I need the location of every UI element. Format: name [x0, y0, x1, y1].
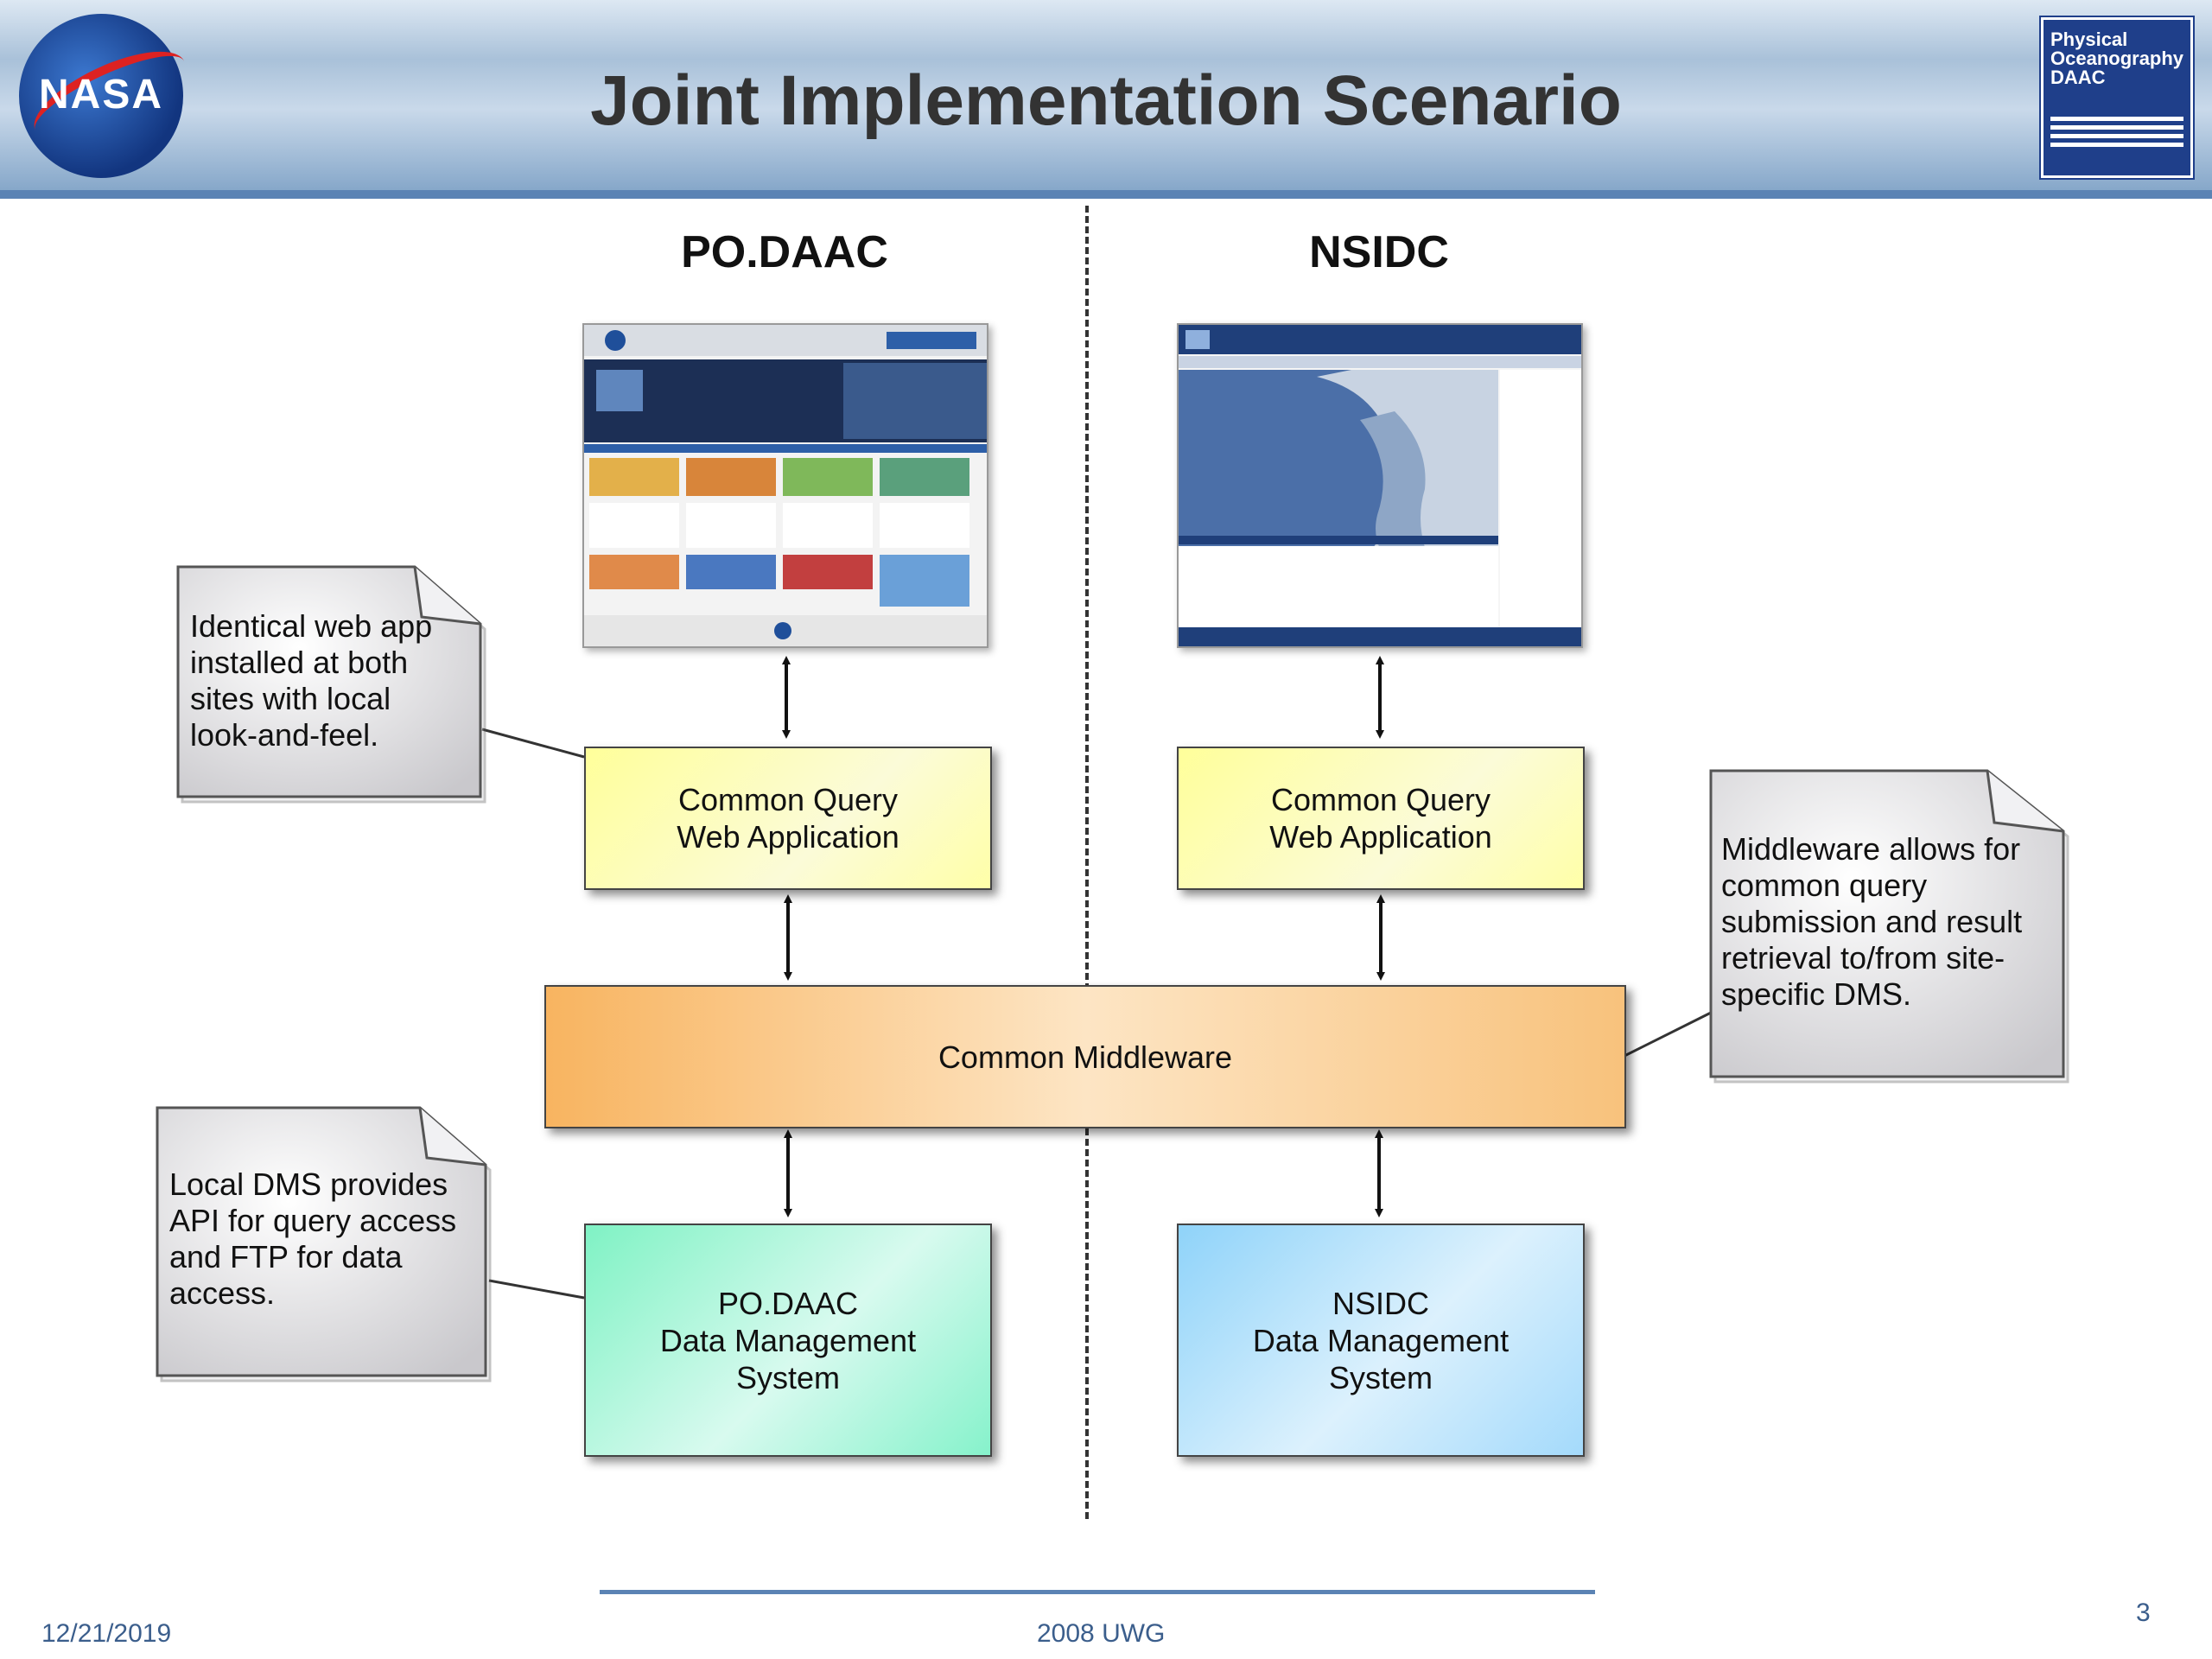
- column-title-nsidc: NSIDC: [1309, 227, 1449, 277]
- common-query-web-app-podaac: Common Query Web Application: [584, 747, 992, 890]
- page-number: 3: [2136, 1599, 2151, 1627]
- note-text-web-app: Identical web app installed at both site…: [190, 608, 433, 753]
- nsidc-website-thumbnail: [1179, 325, 1581, 646]
- footer-center: 2008 UWG: [1037, 1619, 1166, 1648]
- podaac-dms-box: PO.DAAC Data Management System: [584, 1224, 992, 1457]
- podaac-dms-label: PO.DAAC Data Management System: [659, 1285, 917, 1395]
- nsidc-website-screenshot: [1177, 323, 1583, 648]
- podaac-website-thumbnail: [584, 325, 987, 646]
- site-divider: [1085, 206, 1089, 1519]
- footer-date: 12/21/2019: [41, 1619, 172, 1648]
- common-query-web-app-nsidc: Common Query Web Application: [1177, 747, 1585, 890]
- column-title-podaac: PO.DAAC: [681, 227, 888, 277]
- nsidc-dms-label: NSIDC Data Management System: [1252, 1285, 1510, 1395]
- note-connector-web-app: [481, 728, 585, 759]
- nasa-logo-text: NASA: [38, 72, 163, 118]
- note-text-middleware: Middleware allows for common query submi…: [1721, 831, 2023, 1012]
- note-shapes: [156, 565, 2069, 1382]
- footer-line: [600, 1590, 1595, 1594]
- note-connector-middleware: [1624, 1011, 1712, 1058]
- slide-title: Joint Implementation Scenario: [590, 61, 1622, 140]
- middleware-label: Common Middleware: [938, 1039, 1233, 1075]
- cq-left-label: Common Query Web Application: [677, 782, 899, 855]
- podaac-logo-text: Physical Oceanography DAAC: [2050, 29, 2184, 88]
- wave-icon: [2050, 117, 2183, 151]
- cq-right-label: Common Query Web Application: [1269, 782, 1492, 855]
- slide-header: [0, 0, 2212, 199]
- podaac-website-screenshot: [582, 323, 988, 648]
- nsidc-dms-box: NSIDC Data Management System: [1177, 1224, 1585, 1457]
- note-text-dms: Local DMS provides API for query access …: [169, 1166, 457, 1311]
- note-connector-dms: [488, 1279, 585, 1300]
- nasa-logo: NASA: [19, 14, 197, 178]
- podaac-logo: Physical Oceanography DAAC: [2041, 17, 2193, 178]
- common-middleware-box: Common Middleware: [544, 985, 1626, 1128]
